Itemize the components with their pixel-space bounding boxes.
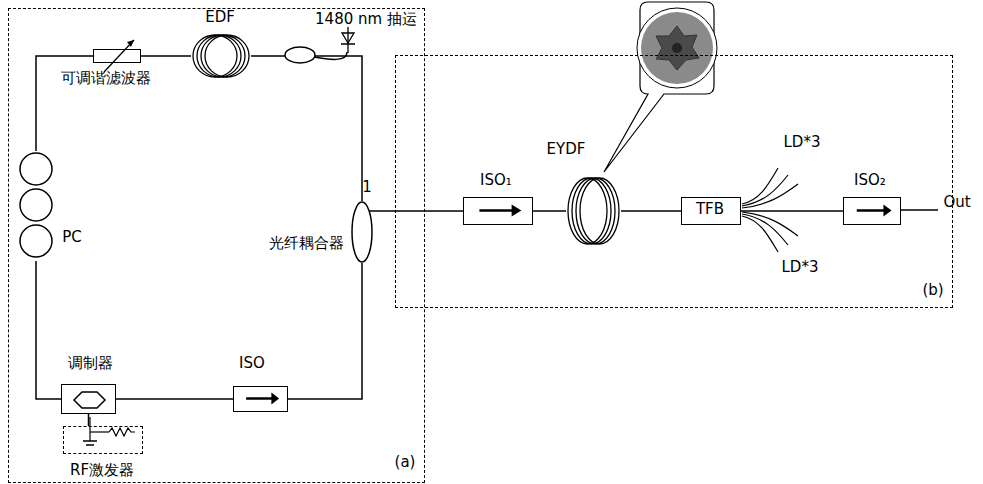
component-label: ISO xyxy=(239,355,265,372)
component-label: PC xyxy=(62,229,82,246)
text-label: Out xyxy=(943,194,970,211)
text-label: LD*3 xyxy=(784,134,821,151)
component-node: ISO₂ xyxy=(843,197,901,225)
component-symbol xyxy=(464,198,534,226)
component-label: 1480 nm 抽运 xyxy=(315,11,417,28)
component-node: 调制器 xyxy=(61,384,116,414)
fiber-connector xyxy=(88,414,90,426)
component-node: EDF xyxy=(191,33,251,79)
fiber-core xyxy=(672,43,682,53)
component-label: RF激发器 xyxy=(70,462,134,479)
component-label: 调制器 xyxy=(68,355,113,372)
component-symbol xyxy=(191,33,251,79)
component-label: 光纤耦合器 xyxy=(269,235,344,252)
component-symbol xyxy=(338,31,358,53)
callout-bubble xyxy=(604,2,714,172)
component-label: (a) xyxy=(395,454,416,471)
wdm-coupler xyxy=(285,47,315,63)
fiber-coating xyxy=(641,12,713,84)
component-symbol xyxy=(234,387,289,413)
component-label: ISO₂ xyxy=(854,172,886,189)
component-symbol xyxy=(351,201,373,263)
component-symbol xyxy=(64,427,144,455)
output-fiber xyxy=(900,209,938,211)
text-label: LD*3 xyxy=(782,259,819,276)
ld-fibers xyxy=(742,168,798,252)
component-node: (a) 可调谐滤波器 EDF 1480 nm 抽运 PC 光纤耦合器调制器 ISO RF激发器 xyxy=(8,8,425,483)
component-symbol xyxy=(566,176,621,246)
pump-fiber xyxy=(314,52,347,59)
component-label: (b) xyxy=(922,282,943,299)
port-number: 1 xyxy=(362,179,372,196)
fiber-connector xyxy=(288,263,362,399)
component-label: EYDF xyxy=(547,141,586,158)
fiber-connector xyxy=(621,210,681,212)
component-node: RF激发器 xyxy=(63,426,143,454)
component-node: 1480 nm 抽运 xyxy=(338,31,358,53)
fiber-connector xyxy=(251,56,362,201)
fiber-connector xyxy=(141,55,191,57)
fiber-connector xyxy=(36,261,61,399)
component-node: ISO xyxy=(233,386,288,412)
component-node: PC xyxy=(21,151,51,261)
fiber-cladding xyxy=(637,8,717,88)
fiber-connector xyxy=(741,210,843,212)
component-node: ISO₁ xyxy=(463,197,533,225)
component-node: TFB xyxy=(681,197,741,225)
fiber-connector xyxy=(533,210,566,212)
component-symbol xyxy=(94,50,142,64)
component-node: (b) ISO₁ EYDF TFB ISO₂ xyxy=(395,55,953,308)
component-label: 可调谐滤波器 xyxy=(61,70,151,87)
component-label: TFB xyxy=(696,201,724,218)
component-symbol xyxy=(62,385,117,415)
component-node: EYDF xyxy=(566,176,621,246)
component-symbol xyxy=(844,198,902,226)
component-node: 光纤耦合器 xyxy=(351,201,373,263)
fiber-connector xyxy=(369,211,463,220)
fiber-connector xyxy=(116,398,233,400)
fiber-inner-cladding xyxy=(656,26,699,70)
component-label: ISO₁ xyxy=(480,172,512,189)
component-symbol xyxy=(21,151,51,261)
component-node: 可调谐滤波器 xyxy=(93,49,141,63)
component-label: EDF xyxy=(205,9,235,26)
